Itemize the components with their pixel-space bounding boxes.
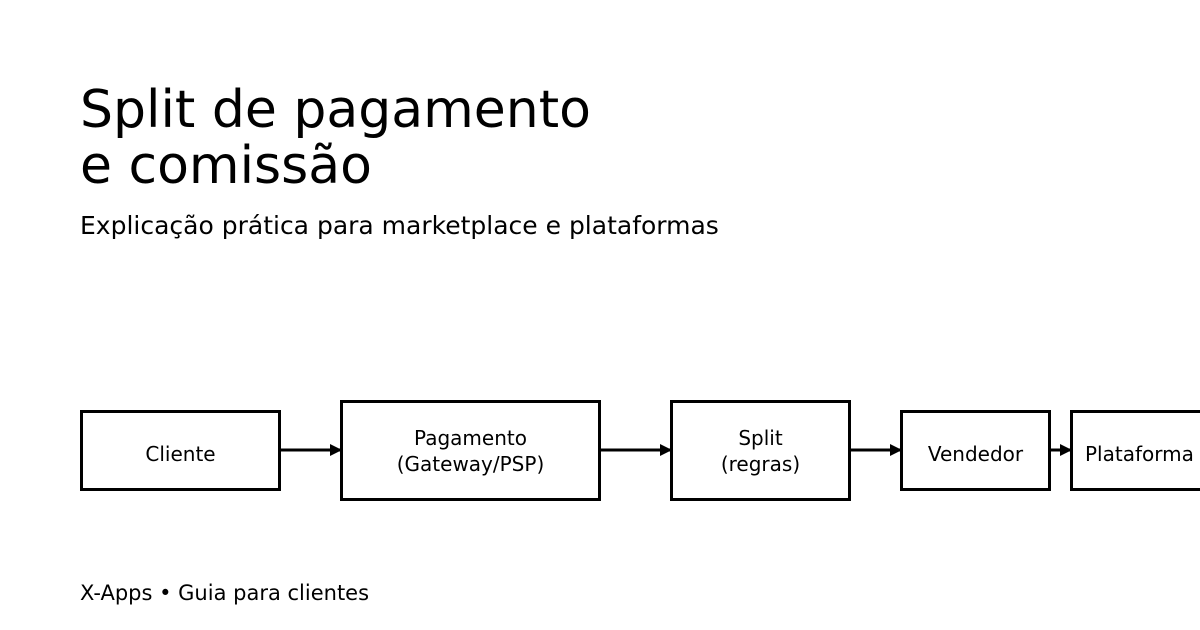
title-line-1: Split de pagamento: [80, 80, 591, 140]
node-pagamento-label-2: (Gateway/PSP): [396, 451, 545, 476]
footer-text: X-Apps • Guia para clientes: [80, 581, 370, 605]
node-vendedor-label: Vendedor: [927, 441, 1024, 466]
page-subtitle: Explicação prática para marketplace e pl…: [80, 211, 719, 240]
node-cliente: Cliente: [80, 410, 281, 491]
page-title: Split de pagamento e comissão: [80, 82, 591, 194]
node-split-label-2: (regras): [720, 451, 801, 476]
node-split-label-1: Split: [738, 425, 783, 450]
node-vendedor: Vendedor: [900, 410, 1051, 491]
node-pagamento: Pagamento (Gateway/PSP): [340, 400, 601, 501]
node-pagamento-label-1: Pagamento: [414, 425, 527, 450]
node-plataforma-label: Plataforma: [1085, 441, 1194, 466]
node-split: Split (regras): [670, 400, 851, 501]
node-cliente-label: Cliente: [145, 441, 216, 466]
title-line-2: e comissão: [80, 136, 372, 196]
node-plataforma: Plataforma: [1070, 410, 1200, 491]
